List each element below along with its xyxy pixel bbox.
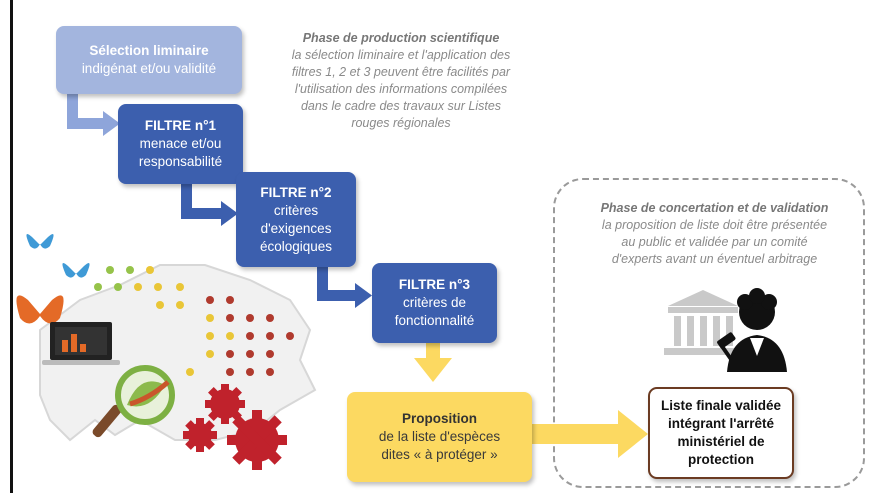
filter3-line2: fonctionnalité <box>394 313 475 328</box>
concertation-line1: la proposition de liste doit être présen… <box>601 218 828 232</box>
filter2-title: FILTRE n°2 <box>260 184 332 200</box>
concertation-phase-note: Phase de concertation et de validation l… <box>562 200 867 268</box>
filter2-line1: critères <box>273 202 319 218</box>
filter1-line1: menace et/ou <box>139 136 222 151</box>
judge-gavel-icon <box>717 288 787 372</box>
filter3-title: FILTRE n°3 <box>398 277 471 292</box>
production-phase-note: Phase de production scientifique la séle… <box>256 30 546 132</box>
dot-map-icon <box>94 266 294 376</box>
concertation-phase-frame <box>553 178 865 488</box>
final-line1: Liste finale validée <box>660 398 782 413</box>
selection-title: Sélection liminaire <box>89 43 209 58</box>
region-map <box>39 264 317 442</box>
filter3-line1: critères de <box>402 295 467 310</box>
filter2-line3: écologiques <box>259 238 333 254</box>
filter3-box: FILTRE n°3 critères de fonctionnalité <box>372 263 497 343</box>
proposition-box: Proposition de la liste d'espèces dites … <box>347 392 532 482</box>
magnifier-leaf-icon <box>92 365 175 438</box>
butterfly-icon <box>16 234 90 324</box>
concertation-line2: au public et validée par un comité <box>621 235 808 249</box>
final-line3: ministériel de <box>677 434 765 449</box>
arrow-proposition-to-final <box>532 410 648 458</box>
filter1-box: FILTRE n°1 menace et/ou responsabilité <box>118 104 243 184</box>
production-line2: filtres 1, 2 et 3 peuvent être facilités… <box>291 65 511 79</box>
selection-liminaire-box: Sélection liminaire indigénat et/ou vali… <box>56 26 242 94</box>
concertation-heading: Phase de concertation et de validation <box>600 201 829 215</box>
arrow-filter2-to-filter3 <box>317 267 372 308</box>
arrow-filter3-to-proposition <box>414 343 452 382</box>
filter2-box: FILTRE n°2 critères d'exigences écologiq… <box>236 172 356 267</box>
final-line4: protection <box>688 452 754 467</box>
frame-left-border <box>10 0 13 493</box>
proposition-line1: de la liste d'espèces <box>378 429 501 444</box>
filter1-title: FILTRE n°1 <box>144 118 217 133</box>
laptop-chart-icon <box>42 322 120 365</box>
filter2-line2: d'exigences <box>260 220 332 236</box>
production-line1: la sélection liminaire et l'application … <box>291 48 511 62</box>
courthouse-icon <box>664 290 742 355</box>
production-line3: l'utilisation des informations compilées <box>294 82 508 96</box>
concertation-line3: d'experts avant un éventuel arbitrage <box>611 252 818 266</box>
production-line4: dans le cadre des travaux sur Listes <box>300 99 502 113</box>
final-list-box: Liste finale validée intégrant l'arrêté … <box>648 387 794 479</box>
production-heading: Phase de production scientifique <box>302 31 500 45</box>
production-line5: rouges régionales <box>351 116 451 130</box>
proposition-line2: dites « à protéger » <box>381 447 498 462</box>
gears-icon <box>183 384 287 470</box>
arrow-selection-to-filter1 <box>67 94 120 136</box>
final-line2: intégrant l'arrêté <box>668 416 774 431</box>
proposition-title: Proposition <box>402 411 477 426</box>
filter1-line2: responsabilité <box>138 154 223 169</box>
selection-line1: indigénat et/ou validité <box>81 61 217 76</box>
arrow-filter1-to-filter2 <box>181 184 238 226</box>
